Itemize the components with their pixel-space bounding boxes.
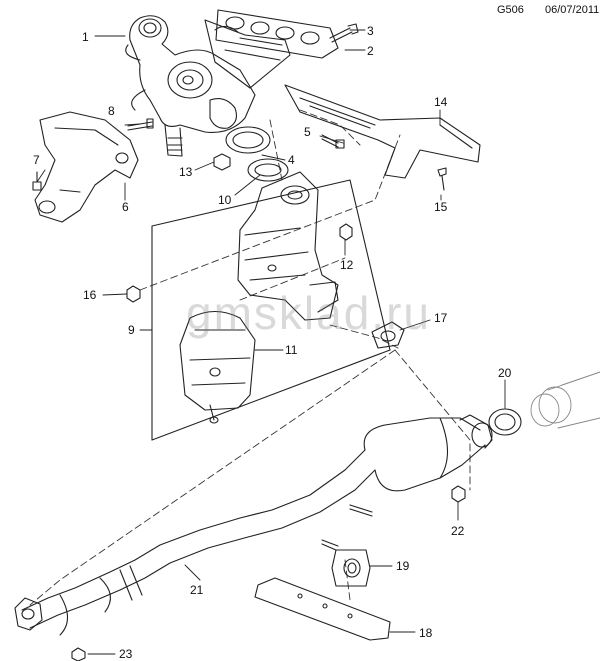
callout-5: 5 bbox=[304, 125, 311, 139]
flange-gasket bbox=[371, 321, 405, 349]
callout-13: 13 bbox=[179, 165, 193, 179]
callout-15: 15 bbox=[434, 200, 448, 214]
callout-3: 3 bbox=[367, 24, 374, 38]
turbo-outlet-gasket bbox=[225, 126, 271, 154]
callout-1: 1 bbox=[82, 30, 89, 44]
front-flange-nut bbox=[71, 647, 86, 661]
callout-23: 23 bbox=[119, 647, 133, 661]
catalytic-converter-kit-frame bbox=[151, 179, 391, 441]
rear-flange-gasket bbox=[488, 408, 522, 436]
callout-17: 17 bbox=[434, 311, 448, 325]
callout-7: 7 bbox=[33, 153, 40, 167]
callout-10: 10 bbox=[218, 193, 232, 207]
front-exhaust-pipe-with-converter bbox=[14, 414, 493, 636]
exhaust-rubber-mount bbox=[321, 539, 371, 587]
heat-shield-bolt bbox=[321, 134, 345, 149]
diagram-code: G506 bbox=[497, 4, 524, 16]
bracket-stud bbox=[127, 118, 154, 131]
heat-shield-screw bbox=[437, 167, 447, 191]
callout-12: 12 bbox=[340, 258, 354, 272]
callout-leader-lines bbox=[36, 29, 506, 655]
callout-2: 2 bbox=[367, 44, 374, 58]
callout-11: 11 bbox=[285, 343, 298, 357]
exhaust-manifold-gasket bbox=[215, 9, 339, 59]
callout-14: 14 bbox=[434, 95, 448, 109]
manifold-stud bbox=[329, 23, 359, 43]
turbocharger-manifold-assembly bbox=[125, 15, 291, 157]
converter-inlet-gasket bbox=[247, 158, 289, 182]
callout-22: 22 bbox=[451, 524, 465, 538]
turbocharger-support-bracket bbox=[34, 111, 139, 223]
bracket-bolt bbox=[32, 171, 42, 191]
diagram-date: 06/07/2011 bbox=[545, 4, 600, 16]
callout-19: 19 bbox=[396, 559, 410, 573]
manifold-heat-shield bbox=[284, 84, 481, 179]
exhaust-hanger-bracket bbox=[254, 577, 391, 641]
kit-nut bbox=[126, 285, 141, 303]
rear-flange-nut bbox=[451, 485, 466, 503]
callout-21: 21 bbox=[190, 583, 204, 597]
watermark: gmsklad.ru bbox=[186, 287, 431, 339]
callout-20: 20 bbox=[498, 366, 512, 380]
callout-6: 6 bbox=[122, 200, 129, 214]
converter-heat-shield bbox=[179, 310, 256, 424]
callout-18: 18 bbox=[419, 626, 433, 640]
converter-nut bbox=[339, 223, 353, 241]
catalytic-converter bbox=[237, 171, 339, 321]
callout-4: 4 bbox=[288, 153, 295, 167]
callout-9: 9 bbox=[128, 323, 135, 337]
callout-8: 8 bbox=[108, 104, 115, 118]
callout-16: 16 bbox=[83, 288, 97, 302]
rear-exhaust-pipe-outline bbox=[530, 371, 600, 429]
outlet-nut bbox=[213, 153, 231, 171]
